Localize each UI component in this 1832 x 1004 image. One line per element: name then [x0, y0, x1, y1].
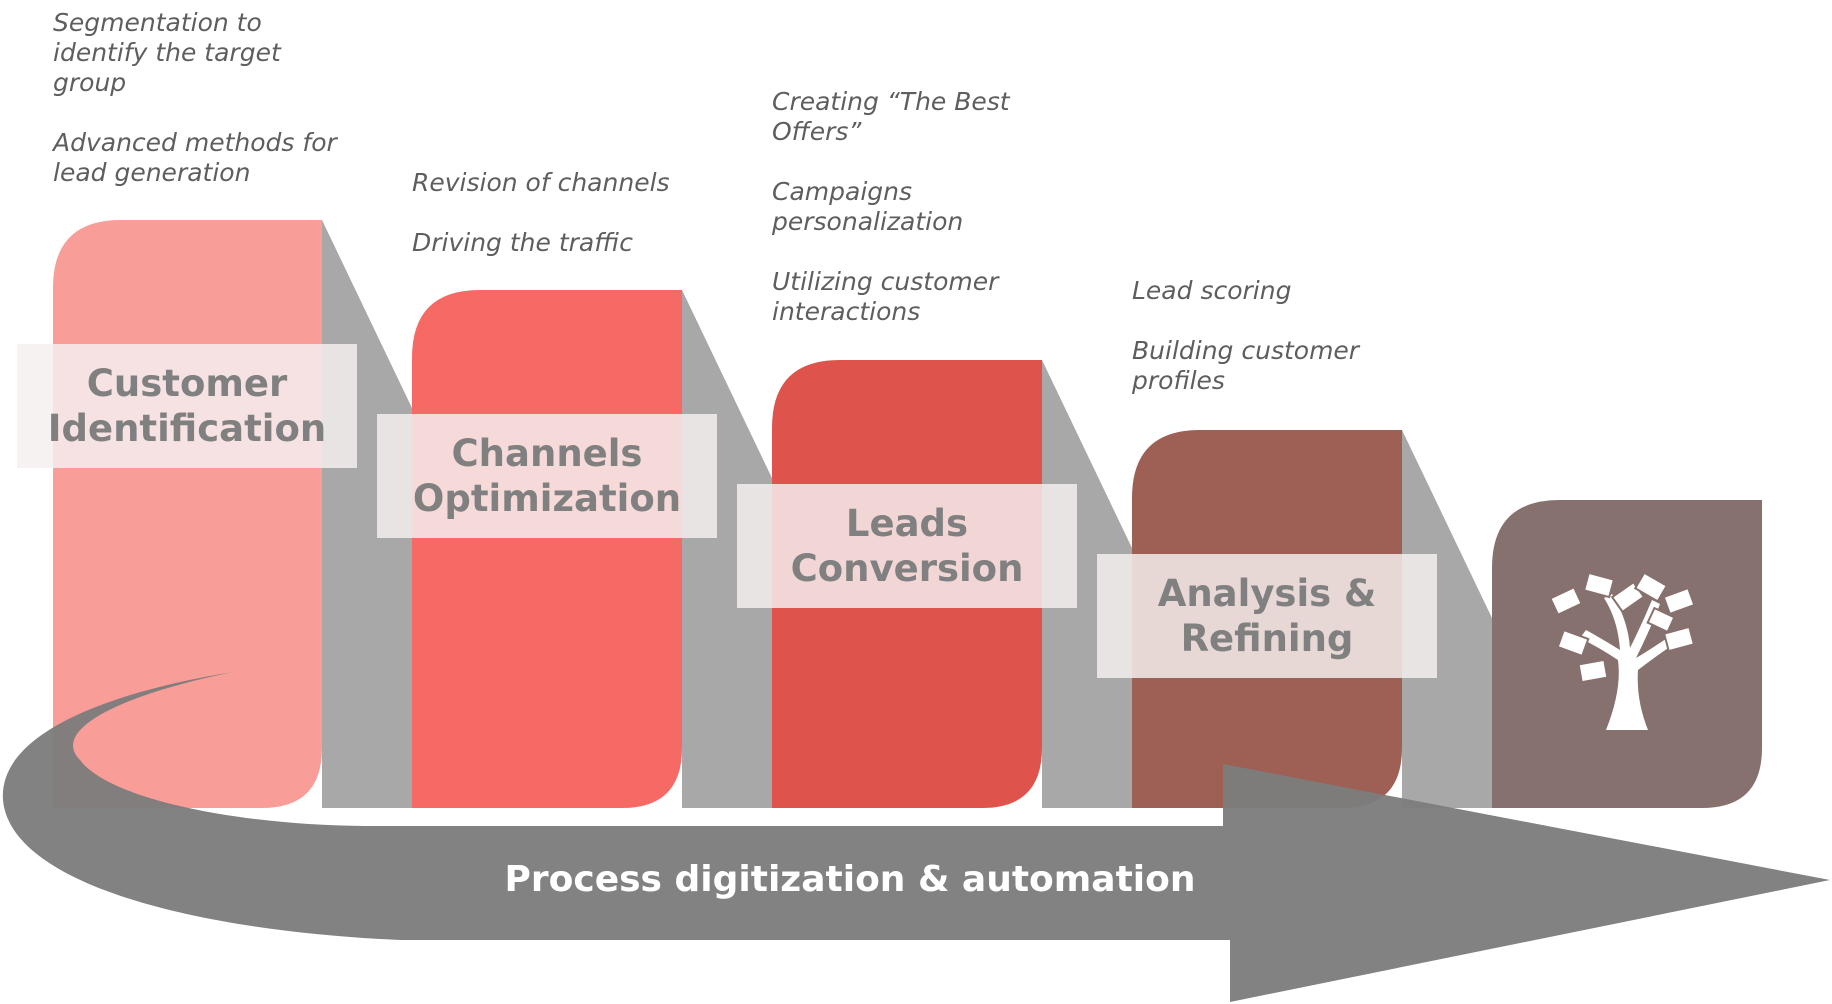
stage-3-title-line1: Leads	[845, 502, 969, 545]
stage-2-title-line1: Channels	[451, 432, 643, 475]
stage-tile-customer-identification	[53, 220, 322, 808]
stage-3-note-3: Utilizing customer interactions	[772, 267, 999, 326]
process-arrow	[2, 672, 1830, 1002]
stage-4-note-1: Lead scoring	[1132, 276, 1292, 305]
stage-3-note-1: Creating “The Best Offers”	[772, 87, 1010, 146]
stage-2-note-2: Driving the traffic	[412, 228, 633, 257]
stage-tile-channels-optimization	[412, 290, 682, 808]
process-arrow-label: Process digitization & automation	[504, 859, 1196, 900]
stage-3-title-line2: Conversion	[790, 547, 1024, 590]
stage-4-title-line2: Refining	[1180, 617, 1354, 660]
stage-1-notes: Segmentation to identify the target grou…	[53, 8, 363, 188]
stage-3-notes: Creating “The Best Offers” Campaigns per…	[772, 87, 1042, 327]
connector-3	[1042, 360, 1132, 808]
stage-3-title-band: Leads Conversion	[737, 484, 1077, 608]
stage-4-title-band: Analysis & Refining	[1097, 554, 1437, 678]
stage-4-notes: Lead scoring Building customer profiles	[1132, 276, 1402, 396]
stage-2-notes: Revision of channels Driving the traffic	[412, 168, 670, 258]
stage-2-title-band: Channels Optimization	[377, 414, 717, 538]
stage-1-title-line2: Identification	[47, 407, 327, 450]
stage-1-note-1: Segmentation to identify the target grou…	[53, 8, 281, 97]
stage-4-note-2: Building customer profiles	[1132, 336, 1360, 395]
stage-2-title-line2: Optimization	[412, 477, 682, 520]
stage-2-note-1: Revision of channels	[412, 168, 670, 197]
stage-1-title-line1: Customer	[86, 362, 288, 405]
stage-1-note-2: Advanced methods for lead generation	[53, 128, 337, 187]
stage-1-title-band: Customer Identification	[17, 344, 357, 468]
stage-3-note-2: Campaigns personalization	[772, 177, 964, 236]
money-tree-icon	[1549, 571, 1696, 730]
connector-4	[1402, 430, 1492, 808]
stage-4-title-line1: Analysis &	[1157, 572, 1377, 615]
